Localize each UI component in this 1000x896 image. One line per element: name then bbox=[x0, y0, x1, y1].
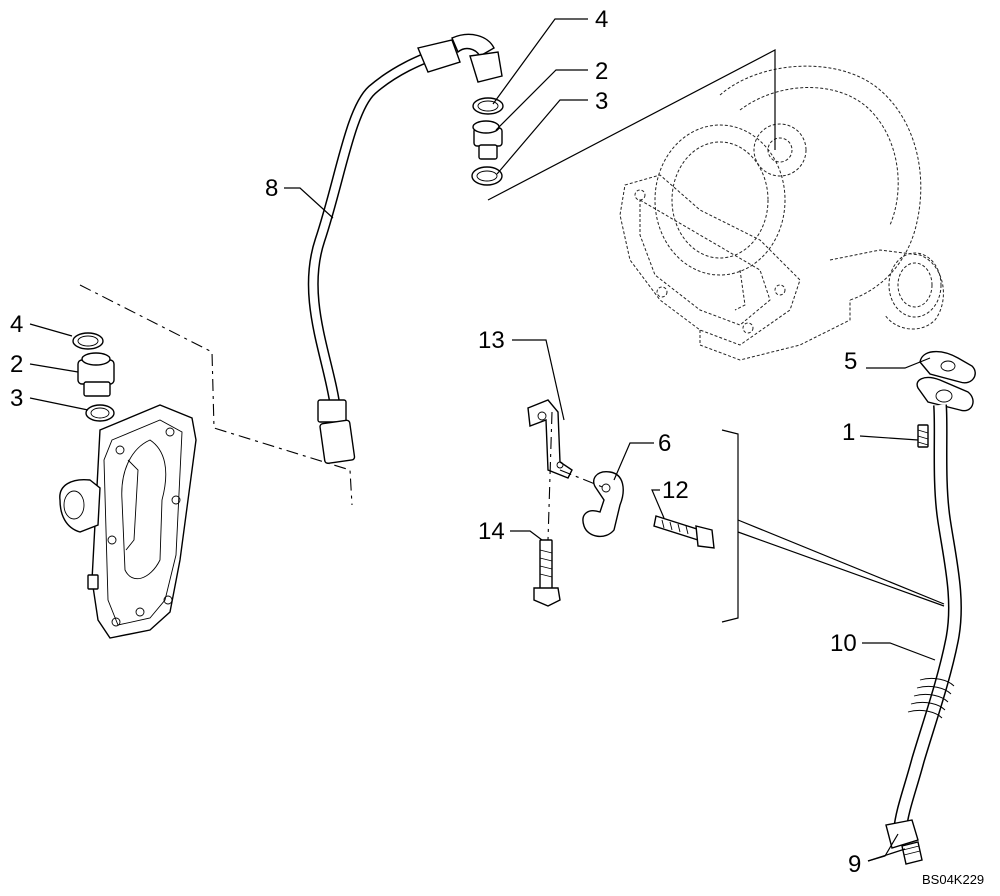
callout-3-left: 3 bbox=[10, 385, 23, 412]
callout-8: 8 bbox=[265, 175, 278, 202]
assembly-boundaries bbox=[79, 49, 945, 623]
drawing-reference-code: BS04K229 bbox=[922, 872, 984, 887]
callout-2-left: 2 bbox=[10, 351, 23, 378]
bracket-parts bbox=[527, 399, 715, 607]
callout-5: 5 bbox=[844, 348, 857, 375]
oil-drain-pipe bbox=[885, 351, 976, 865]
callout-14: 14 bbox=[478, 518, 505, 545]
callout-9: 9 bbox=[848, 851, 861, 878]
leader-lines bbox=[29, 18, 936, 862]
turbocharger-drawing bbox=[619, 65, 944, 361]
callout-13: 13 bbox=[478, 327, 505, 354]
callout-3-top: 3 bbox=[595, 88, 608, 115]
callout-6: 6 bbox=[658, 430, 671, 457]
callout-4-left: 4 bbox=[10, 311, 23, 338]
left-plate-assembly bbox=[59, 332, 197, 639]
callout-12: 12 bbox=[662, 477, 689, 504]
callout-4-top: 4 bbox=[595, 6, 608, 33]
oil-feed-pipe bbox=[307, 33, 503, 465]
callout-1: 1 bbox=[842, 419, 855, 446]
callout-10: 10 bbox=[830, 630, 857, 657]
callout-2-top: 2 bbox=[595, 58, 608, 85]
